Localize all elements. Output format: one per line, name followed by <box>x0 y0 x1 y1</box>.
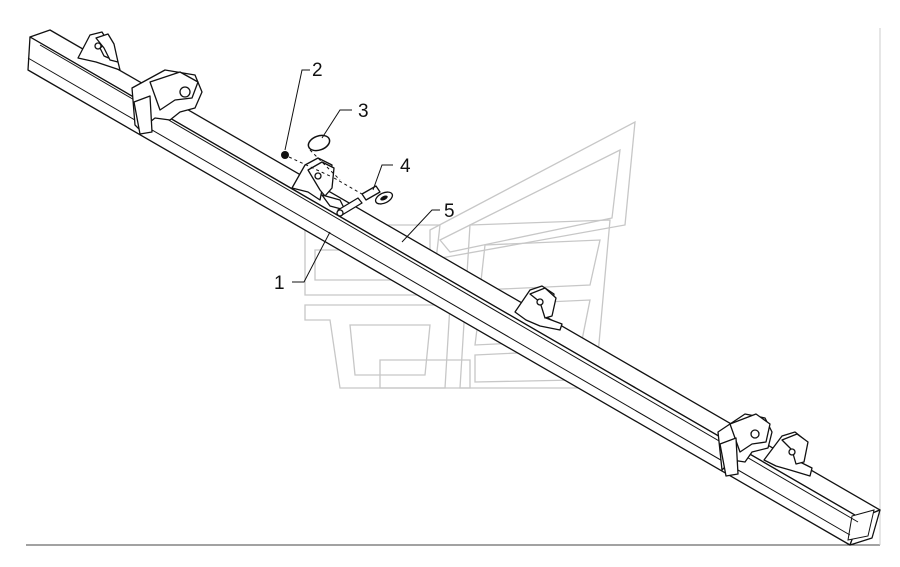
pin-part-1 <box>336 197 363 217</box>
callout-1: 1 <box>274 273 285 294</box>
bracket-large-left <box>131 69 203 135</box>
nut-part-2 <box>281 151 289 159</box>
assembly-dashed-lines <box>288 149 363 195</box>
bracket-center-right <box>514 285 563 331</box>
eye-bolt-part-4 <box>361 185 394 205</box>
bracket-small-right <box>763 431 813 477</box>
callout-leaders <box>284 69 440 283</box>
callout-2: 2 <box>312 60 323 81</box>
bracket-top-left <box>77 31 121 71</box>
callout-3: 3 <box>358 101 369 122</box>
callout-4: 4 <box>400 156 411 177</box>
bracket-large-right <box>717 413 773 477</box>
ring-part-3 <box>307 134 331 152</box>
callout-5: 5 <box>444 201 455 222</box>
